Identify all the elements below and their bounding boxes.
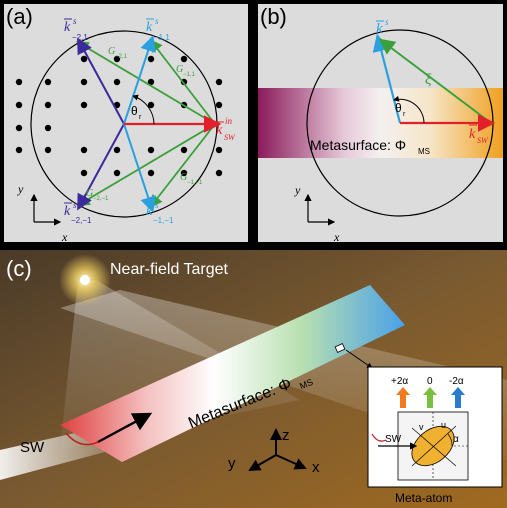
k-minus21-arrow — [77, 37, 125, 125]
panel-a-label: (a) — [6, 4, 33, 29]
axis-v-label: v — [419, 422, 424, 432]
svg-text:−1,−1: −1,−1 — [153, 216, 174, 225]
inset-sw-label: SW — [385, 434, 402, 445]
k-s-label: k s — [376, 17, 389, 37]
panel-a: (a) y x k s −2,1 k s −1,1 k s −2,−1 — [0, 0, 254, 246]
panel-c-svg: (c) Near-field Target SW Metasurface: Φ … — [0, 250, 507, 508]
axis-z-label-c: z — [282, 427, 290, 444]
svg-text:Metasurface: Φ: Metasurface: Φ — [310, 137, 406, 153]
g-minus1m1-label: G −1,−1 — [180, 172, 203, 186]
phase-zero-label: 0 — [427, 376, 433, 387]
k-minus1m1-arrow — [123, 123, 156, 213]
svg-text:k: k — [64, 20, 71, 35]
meta-atom-pointer — [345, 349, 373, 369]
near-field-target-label: Near-field Target — [110, 261, 229, 278]
panel-c-label: (c) — [6, 256, 32, 281]
svg-text:r: r — [139, 114, 142, 121]
svg-text:MS: MS — [298, 377, 314, 391]
reciprocal-lattice-dots — [15, 55, 223, 177]
axis-x-label-b: x — [333, 230, 340, 244]
near-field-target-dot — [80, 275, 90, 285]
xyz-axes — [248, 428, 307, 471]
panel-b: (b) y x k s ξ θ r k in SW Metasurface: Φ… — [254, 0, 507, 246]
svg-text:k: k — [216, 123, 223, 138]
panel-a-svg: (a) y x k s −2,1 k s −1,1 k s −2,−1 — [4, 4, 248, 244]
panel-c: (c) Near-field Target SW Metasurface: Φ … — [0, 250, 507, 508]
metasurface-label-b: Metasurface: Φ MS — [310, 137, 430, 156]
k-minus11-label: k s −1,1 — [146, 16, 170, 42]
k-minus1m1-label: k s −1,−1 — [146, 200, 174, 225]
svg-text:−2,−1: −2,−1 — [71, 216, 92, 225]
panel-b-label: (b) — [260, 4, 287, 29]
svg-text:−2,1: −2,1 — [115, 54, 128, 60]
theta-arc-b — [393, 95, 425, 124]
svg-text:k: k — [64, 204, 71, 219]
sw-wave-curve — [65, 432, 99, 446]
svg-text:−2,−1: −2,−1 — [93, 196, 109, 202]
k-sw-label-b: k in SW — [469, 119, 489, 145]
svg-text:in: in — [225, 116, 233, 126]
svg-text:s: s — [155, 200, 159, 210]
phase-arrow-zero — [423, 387, 437, 408]
svg-text:k: k — [376, 21, 383, 37]
theta-arc — [132, 94, 155, 125]
axis-x-label-c: x — [312, 459, 320, 476]
g-minus11-label: G −1,1 — [176, 64, 196, 78]
svg-text:θ: θ — [131, 104, 138, 118]
sw-direction-arrow — [97, 412, 153, 444]
panel-b-svg: (b) y x k s ξ θ r k in SW Metasurface: Φ… — [258, 4, 503, 244]
k-minus11-arrow — [123, 35, 156, 125]
sw-label: SW — [20, 439, 45, 456]
svg-text:−1,−1: −1,−1 — [187, 180, 203, 186]
svg-text:θ: θ — [395, 101, 402, 115]
svg-text:−1,1: −1,1 — [154, 33, 170, 42]
axis-y-label-b: y — [294, 183, 301, 197]
alpha-label: α — [453, 434, 459, 445]
svg-text:SW: SW — [224, 133, 236, 142]
xy-axes — [30, 193, 62, 226]
svg-text:k: k — [146, 20, 153, 35]
g-vectors — [75, 39, 216, 208]
axis-u-label: u — [441, 420, 446, 430]
xi-label: ξ — [425, 72, 432, 88]
meta-atom-caption: Meta-atom — [395, 491, 452, 505]
svg-text:s: s — [73, 16, 77, 26]
svg-text:r: r — [403, 111, 406, 118]
svg-text:MS: MS — [418, 147, 430, 156]
k-sw-label: k in SW — [216, 116, 236, 142]
g-minus2m1-label: G −2,−1 — [86, 188, 109, 202]
g-minus21-label: G −2,1 — [108, 46, 128, 60]
svg-text:G: G — [108, 46, 115, 57]
xi-arrow — [378, 38, 492, 124]
phase-plus-label: +2α — [391, 376, 408, 387]
svg-text:G: G — [180, 172, 187, 183]
svg-text:in: in — [478, 119, 486, 129]
k-minus2m1-arrow — [77, 123, 125, 211]
axis-y-label-c: y — [228, 455, 236, 472]
phase-arrow-plus — [396, 387, 410, 408]
theta-label: θ r — [131, 104, 142, 121]
svg-text:SW: SW — [477, 136, 489, 145]
svg-text:G: G — [86, 188, 93, 199]
phase-arrow-minus — [451, 387, 465, 408]
phase-minus-label: -2α — [449, 376, 464, 387]
axis-y-label: y — [17, 182, 24, 196]
meta-atom-inset: +2α 0 -2α v u α SW — [367, 366, 503, 488]
svg-text:k: k — [469, 127, 476, 142]
svg-text:k: k — [146, 204, 153, 219]
axis-x-label: x — [61, 230, 68, 244]
svg-text:s: s — [385, 17, 389, 27]
svg-text:−1,1: −1,1 — [183, 72, 196, 78]
meta-atom-marker — [334, 343, 346, 353]
svg-text:s: s — [73, 200, 77, 210]
k-minus21-label: k s −2,1 — [64, 16, 88, 42]
k-minus2m1-label: k s −2,−1 — [64, 200, 92, 225]
svg-text:G: G — [176, 64, 183, 75]
xy-axes-b — [304, 193, 336, 226]
svg-text:−2,1: −2,1 — [72, 33, 88, 42]
theta-label-b: θ r — [395, 101, 406, 118]
svg-text:s: s — [155, 16, 159, 26]
